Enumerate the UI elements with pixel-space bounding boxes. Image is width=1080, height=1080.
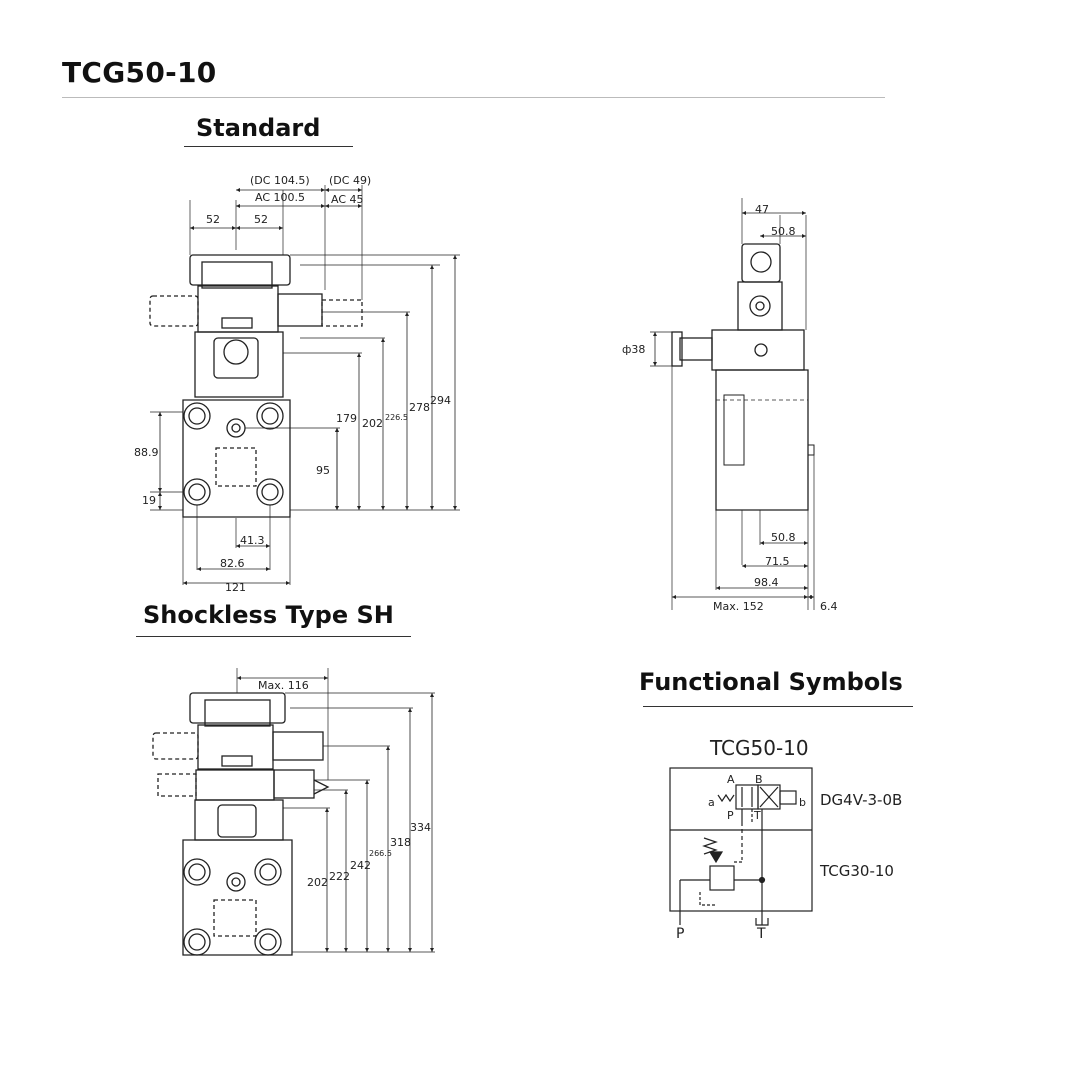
dim-6-4: 6.4 — [820, 600, 838, 613]
dim-phi-38: ф38 — [622, 343, 645, 356]
dim-71-5: 71.5 — [765, 555, 790, 568]
spring-a — [717, 793, 735, 803]
dim-52-left: 52 — [206, 213, 220, 226]
dim-sh-334: 334 — [410, 821, 431, 834]
heading-functional-underline — [643, 706, 913, 707]
port-T-upper-label: T — [753, 809, 761, 822]
port-A-label: A — [727, 773, 735, 786]
heading-shockless: Shockless Type SH — [143, 601, 394, 629]
port-P-upper-label: P — [727, 809, 734, 822]
heading-functional-symbols: Functional Symbols — [639, 668, 903, 696]
dim-50-8-top: 50.8 — [771, 225, 796, 238]
relief-valve-box — [709, 865, 735, 891]
dim-47: 47 — [755, 203, 769, 216]
standard-side-view — [650, 198, 815, 610]
dim-max-152: Max. 152 — [713, 600, 764, 613]
dim-dc-49: (DC 49) — [329, 174, 371, 187]
dim-278: 278 — [409, 401, 430, 414]
title-divider — [62, 97, 885, 98]
dim-98-4: 98.4 — [754, 576, 779, 589]
dim-226-5: 226.5 — [385, 413, 408, 422]
functional-symbol: TCG50-10 — [669, 736, 902, 942]
port-a-label: a — [708, 796, 715, 809]
dim-sh-266-5: 266.5 — [369, 849, 392, 858]
dim-sh-318: 318 — [390, 836, 411, 849]
relief-spring — [702, 837, 718, 855]
dim-88-9: 88.9 — [134, 446, 159, 459]
dim-82-6: 82.6 — [220, 557, 245, 570]
standard-dimension-labels: (DC 104.5) (DC 49) AC 100.5 AC 45 52 52 … — [134, 174, 451, 594]
dim-sh-202: 202 — [307, 876, 328, 889]
dim-ac-100-5: AC 100.5 — [255, 191, 305, 204]
side-dimension-labels: 47 50.8 ф38 50.8 71.5 98.4 Max. 152 6.4 — [622, 203, 838, 613]
valve-model-label: DG4V-3-0B — [820, 791, 902, 809]
dim-50-8-bottom: 50.8 — [771, 531, 796, 544]
shockless-front-view — [152, 668, 435, 956]
dim-121: 121 — [225, 581, 246, 594]
dim-19: 19 — [142, 494, 156, 507]
dim-max-116: Max. 116 — [258, 679, 309, 692]
heading-shockless-underline — [136, 636, 411, 637]
dim-sh-222: 222 — [329, 870, 350, 883]
dim-41-3: 41.3 — [240, 534, 265, 547]
port-T-label: T — [756, 926, 766, 942]
page-title: TCG50-10 — [62, 56, 217, 89]
port-b-label: b — [799, 796, 806, 809]
dim-dc-104-5: (DC 104.5) — [250, 174, 310, 187]
dim-95: 95 — [316, 464, 330, 477]
port-B-label: B — [755, 773, 763, 786]
solenoid-b — [779, 790, 797, 805]
relief-cone — [708, 851, 724, 864]
standard-front-view — [149, 185, 460, 585]
heading-standard-underline — [184, 146, 353, 147]
relief-model-label: TCG30-10 — [819, 862, 894, 880]
valve-box-left — [735, 784, 759, 810]
dim-202: 202 — [362, 417, 383, 430]
symbol-frame — [669, 767, 813, 912]
dim-sh-242: 242 — [350, 859, 371, 872]
port-P-label: P — [676, 926, 684, 942]
shockless-dimension-labels: Max. 116 202 222 242 266.5 318 334 — [258, 679, 431, 889]
dim-294: 294 — [430, 394, 451, 407]
dim-179: 179 — [336, 412, 357, 425]
symbol-title: TCG50-10 — [709, 736, 809, 760]
dim-ac-45: AC 45 — [331, 193, 364, 206]
dim-52-right: 52 — [254, 213, 268, 226]
heading-standard: Standard — [196, 114, 321, 142]
